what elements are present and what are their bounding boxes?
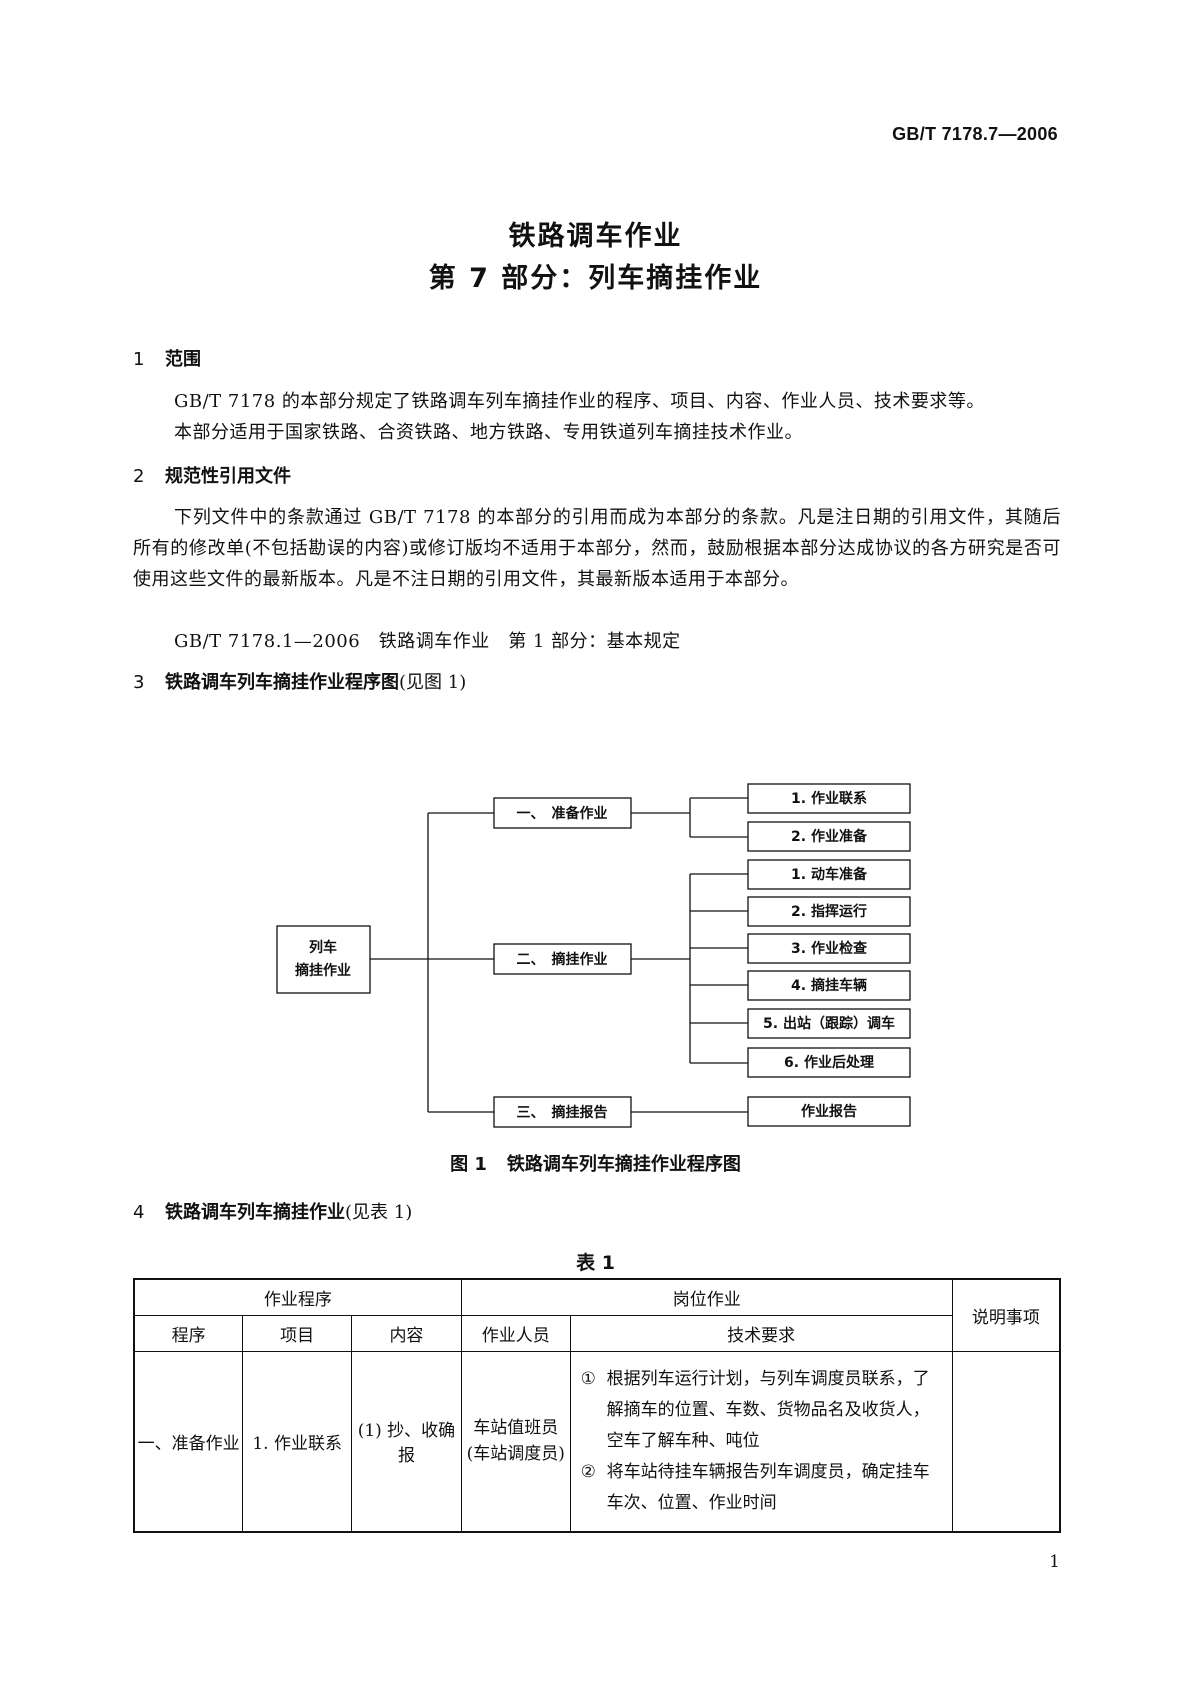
figure-reference: (见图 1) xyxy=(399,672,467,693)
section-number: 4 xyxy=(133,1202,145,1223)
staff-alternate: (车站调度员) xyxy=(466,1444,565,1465)
standard-code: GB/T 7178.7—2006 xyxy=(892,124,1058,144)
cell-notes xyxy=(951,1350,1061,1533)
section-2-paragraph: 下列文件中的条款通过 GB/T 7178 的本部分的引用而成为本部分的条款。凡是… xyxy=(133,507,1061,590)
diagram-item-box xyxy=(747,783,911,814)
normative-reference: GB/T 7178.1—2006 铁路调车作业 第 1 部分：基本规定 xyxy=(174,631,681,652)
section-title: 铁路调车列车摘挂作业程序图 xyxy=(165,672,399,693)
document-subtitle: 第 7 部分：列车摘挂作业 xyxy=(428,263,763,294)
diagram-root-box xyxy=(276,925,371,994)
diagram-item-box xyxy=(747,821,911,852)
cell-staff: 车站值班员 (车站调度员) xyxy=(460,1350,571,1533)
diagram-item-box xyxy=(747,896,911,927)
section-title: 铁路调车列车摘挂作业 xyxy=(165,1202,345,1223)
requirement-text: 根据列车运行计划，与列车调度员联系，了解摘车的位置、车数、货物品名及收货人，空车… xyxy=(606,1368,930,1451)
requirement-item: ① 根据列车运行计划，与列车调度员联系，了解摘车的位置、车数、货物品名及收货人，… xyxy=(581,1364,944,1457)
page-number: 1 xyxy=(1049,1552,1060,1572)
diagram-item-label: 5. 出站（跟踪）调车 xyxy=(763,1015,895,1032)
cell-procedure: 一、准备作业 xyxy=(133,1350,244,1533)
section-number: 1 xyxy=(133,349,145,370)
cell-item: 1. 作业联系 xyxy=(242,1350,353,1533)
diagram-item-label: 4. 摘挂车辆 xyxy=(791,977,867,994)
requirement-marker: ① xyxy=(580,1368,596,1389)
section-1-paragraph-1: GB/T 7178 的本部分规定了铁路调车列车摘挂作业的程序、项目、内容、作业人… xyxy=(174,391,985,412)
diagram-group-label: 二、 摘挂作业 xyxy=(517,951,608,968)
figure-caption: 图 1 铁路调车列车摘挂作业程序图 xyxy=(0,1150,1191,1176)
table-reference: (见表 1) xyxy=(345,1202,413,1223)
table-column-header: 技术要求 xyxy=(569,1314,953,1352)
diagram-group-label: 三、 摘挂报告 xyxy=(517,1104,608,1121)
diagram-item-label: 6. 作业后处理 xyxy=(784,1054,874,1071)
diagram-item-label: 2. 指挥运行 xyxy=(791,903,867,920)
diagram-item-box xyxy=(747,970,911,1001)
diagram-root-label-1: 列车 xyxy=(309,939,337,956)
table-group-header: 岗位作业 xyxy=(460,1278,953,1316)
figure-title: 铁路调车列车摘挂作业程序图 xyxy=(506,1154,741,1175)
section-4-heading: 4 铁路调车列车摘挂作业(见表 1) xyxy=(133,1198,412,1224)
table-column-header: 作业人员 xyxy=(460,1314,571,1352)
section-1-paragraph-2: 本部分适用于国家铁路、合资铁路、地方铁路、专用铁道列车摘挂技术作业。 xyxy=(174,422,803,443)
requirement-marker: ② xyxy=(580,1461,596,1482)
cell-content: (1) 抄、收确报 xyxy=(351,1350,462,1533)
diagram-item-box xyxy=(747,1008,911,1039)
table-group-header: 作业程序 xyxy=(133,1278,462,1316)
table-column-header: 项目 xyxy=(242,1314,353,1352)
diagram-group-label: 一、 准备作业 xyxy=(517,805,608,822)
diagram-item-label: 1. 作业联系 xyxy=(791,790,867,807)
table-caption: 表 1 xyxy=(576,1252,615,1274)
section-1-heading: 1 范围 xyxy=(133,345,201,371)
table-column-header: 程序 xyxy=(133,1314,244,1352)
section-number: 3 xyxy=(133,672,145,693)
diagram-item-label: 2. 作业准备 xyxy=(791,828,868,845)
figure-label: 图 1 xyxy=(450,1154,487,1175)
diagram-item-box xyxy=(747,859,911,890)
requirement-item: ② 将车站待挂车辆报告列车调度员，确定挂车车次、位置、作业时间 xyxy=(581,1457,944,1519)
operations-table: 作业程序 岗位作业 说明事项 程序 项目 内容 作业人员 技术要求 一、准备作业… xyxy=(133,1278,1061,1533)
table-row: 一、准备作业 1. 作业联系 (1) 抄、收确报 车站值班员 (车站调度员) ①… xyxy=(133,1350,1061,1533)
staff-primary: 车站值班员 xyxy=(473,1418,559,1439)
requirement-text: 将车站待挂车辆报告列车调度员，确定挂车车次、位置、作业时间 xyxy=(606,1461,930,1513)
diagram-item-box xyxy=(747,1047,911,1078)
section-3-heading: 3 铁路调车列车摘挂作业程序图(见图 1) xyxy=(133,668,466,694)
diagram-item-box xyxy=(747,1096,911,1127)
document-title: 铁路调车作业 xyxy=(508,221,683,252)
diagram-item-box xyxy=(747,933,911,964)
table-header-notes: 说明事项 xyxy=(951,1278,1061,1352)
section-title: 规范性引用文件 xyxy=(165,466,291,487)
section-title: 范围 xyxy=(165,349,201,370)
section-number: 2 xyxy=(133,466,145,487)
section-2-heading: 2 规范性引用文件 xyxy=(133,462,291,488)
table-column-header: 内容 xyxy=(351,1314,462,1352)
diagram-item-label: 3. 作业检查 xyxy=(791,940,868,957)
diagram-root-label-2: 摘挂作业 xyxy=(295,962,351,979)
cell-technical-requirements: ① 根据列车运行计划，与列车调度员联系，了解摘车的位置、车数、货物品名及收货人，… xyxy=(569,1350,953,1533)
diagram-item-label: 1. 动车准备 xyxy=(791,866,868,883)
diagram-item-label: 作业报告 xyxy=(801,1103,857,1120)
